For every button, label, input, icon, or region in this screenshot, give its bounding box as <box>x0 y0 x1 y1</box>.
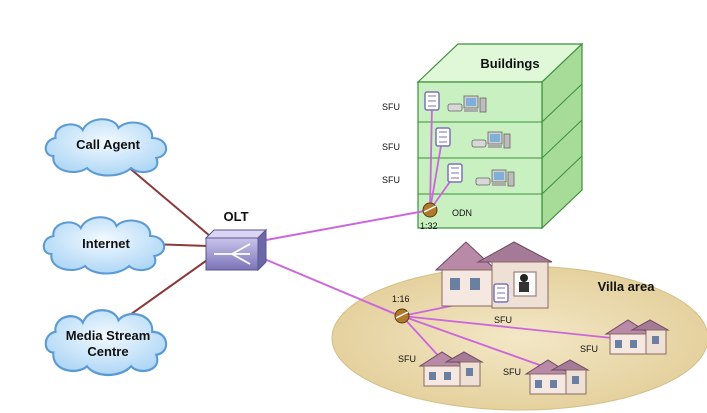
villa-bottom-right-sfu-label: SFU <box>503 367 521 377</box>
building-splitter-ratio: 1:32 <box>420 221 438 231</box>
villa-bottom-left-sfu-label: SFU <box>398 354 416 364</box>
villa-main-house <box>434 241 553 309</box>
odn-splitter-icon <box>422 202 438 218</box>
villa-splitter-ratio: 1:16 <box>392 294 410 304</box>
olt-label: OLT <box>223 209 248 224</box>
odn-label: ODN <box>452 208 472 218</box>
cloud-media-stream: Media Stream Centre <box>44 309 168 377</box>
cloud-call-agent: Call Agent <box>44 118 168 177</box>
fiber-olt-odn <box>265 209 431 241</box>
link-media-olt <box>119 257 211 323</box>
buildings-title: Buildings <box>480 56 539 71</box>
floor-1-sfu-label: SFU <box>382 102 400 112</box>
olt-device <box>204 228 268 272</box>
villa-main-sfu-label: SFU <box>494 315 512 325</box>
link-callagent-olt <box>119 159 211 237</box>
call-agent-label: Call Agent <box>76 137 140 152</box>
media-stream-label-line2: Centre <box>87 344 128 359</box>
cloud-internet: Internet <box>42 216 166 275</box>
villa-title: Villa area <box>598 279 656 294</box>
media-stream-label-line1: Media Stream <box>66 328 151 343</box>
fiber-olt-villa-splitter <box>261 257 401 317</box>
floor-2-sfu-label: SFU <box>382 142 400 152</box>
villa-splitter-icon <box>394 308 410 324</box>
villa-right-sfu-label: SFU <box>580 344 598 354</box>
internet-label: Internet <box>82 236 130 251</box>
floor-3-sfu-label: SFU <box>382 175 400 185</box>
